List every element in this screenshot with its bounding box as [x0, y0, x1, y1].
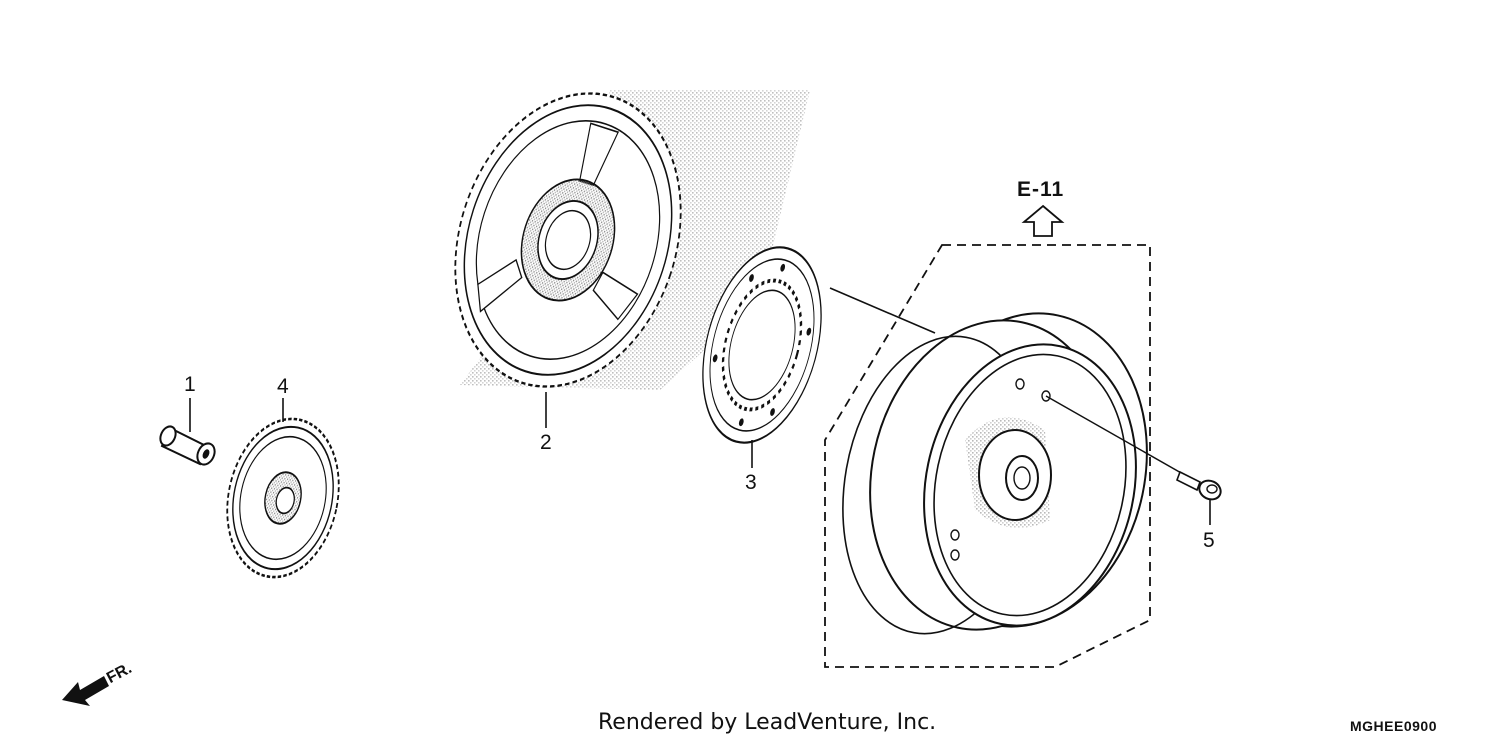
callout-4: 4	[277, 375, 289, 398]
drawing-code: MGHEE0900	[1350, 718, 1437, 734]
reference-arrow	[1021, 204, 1065, 237]
flywheel-bolt	[1175, 470, 1222, 525]
assembly-boundary	[824, 244, 1151, 668]
callout-5: 5	[1203, 529, 1215, 552]
flywheel-rotor	[842, 312, 1191, 635]
callout-2: 2	[540, 431, 552, 454]
idle-gear-shaft	[159, 398, 216, 466]
render-credit: Rendered by LeadVenture, Inc.	[598, 710, 937, 735]
starter-driven-gear	[454, 90, 810, 428]
front-direction-arrow	[62, 676, 109, 706]
callout-1: 1	[184, 373, 196, 396]
callout-3: 3	[745, 471, 757, 494]
starter-idle-gear	[226, 398, 340, 579]
section-reference: E-11	[1017, 178, 1065, 201]
one-way-clutch	[702, 246, 936, 468]
